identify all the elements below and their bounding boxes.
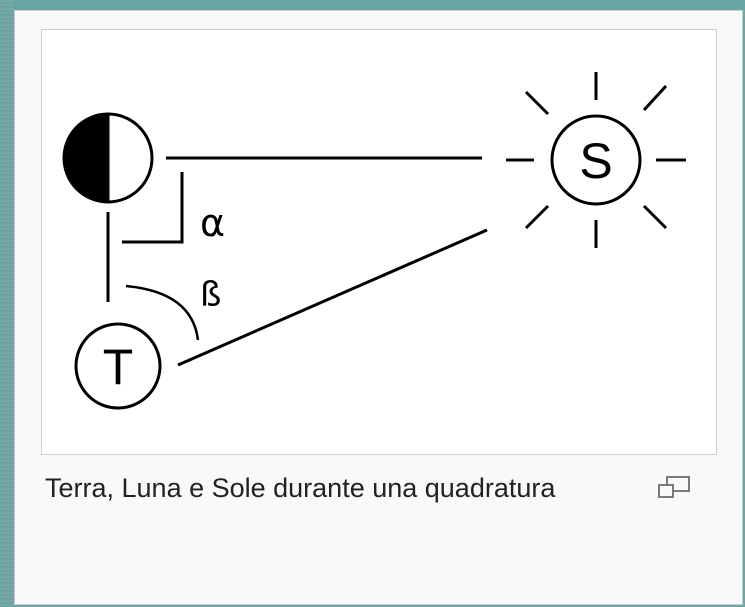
angle-beta-label: ß <box>200 275 221 315</box>
figure-image[interactable]: T S α ß <box>41 29 717 455</box>
moon-symbol <box>62 112 154 204</box>
background-top <box>0 0 745 10</box>
figure-caption: Terra, Luna e Sole durante una quadratur… <box>45 473 556 503</box>
angle-alpha-label: α <box>200 201 225 245</box>
sun-label: S <box>579 133 612 189</box>
sun-rays <box>506 72 686 248</box>
figure-thumbnail: T S α ß <box>14 10 743 605</box>
angle-beta-arc <box>125 284 200 341</box>
earth-sun-line <box>177 228 488 367</box>
moon-earth-sun-diagram: T S α ß <box>62 72 686 410</box>
background-left-edge <box>0 0 14 607</box>
earth-label: T <box>103 339 134 395</box>
earth-symbol: T <box>74 322 162 410</box>
right-angle-marker <box>122 172 184 244</box>
sun-symbol: S <box>506 72 686 248</box>
magnify-clip-icon[interactable] <box>655 473 695 503</box>
